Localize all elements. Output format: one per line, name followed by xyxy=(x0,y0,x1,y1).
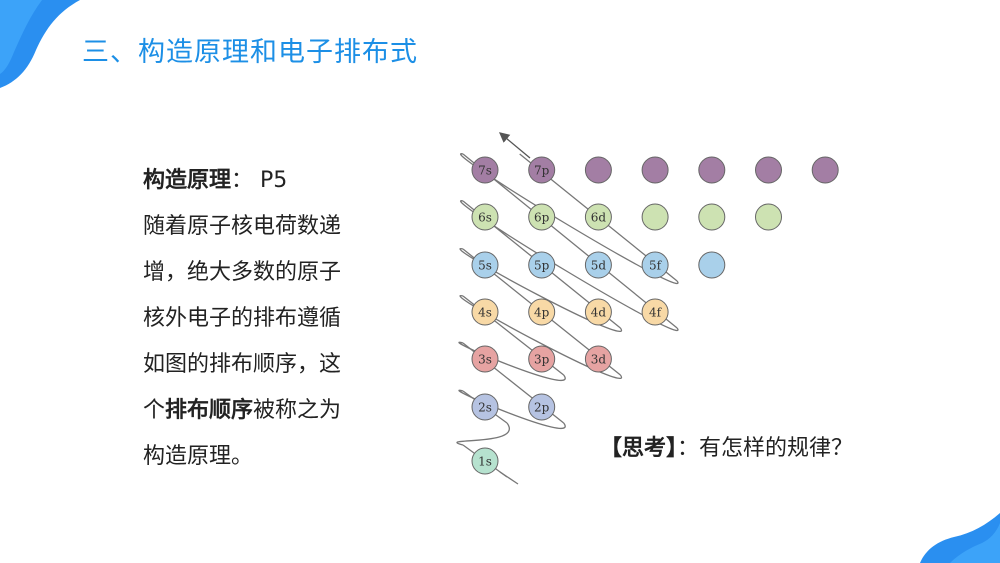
orbital-label-4d: 4d xyxy=(591,306,607,320)
orbital-circle-7-4 xyxy=(698,156,726,184)
orbital-label-1s: 1s xyxy=(478,455,492,469)
orbital-label-2s: 2s xyxy=(478,401,492,415)
heading-line: 构造原理： P5 xyxy=(143,158,383,204)
orbital-circle-2-1 xyxy=(528,393,556,421)
orbital-circle-4-1 xyxy=(528,298,556,326)
body-line-2: 增，绝大多数的原子 xyxy=(143,260,342,285)
connector-loop-2 xyxy=(458,389,566,429)
body-line-5-pre: 个 xyxy=(143,398,166,423)
orbital-label-6s: 6s xyxy=(478,211,492,225)
body-line-1: 随着原子核电荷数递 xyxy=(143,214,342,239)
page-reference: P5 xyxy=(260,168,288,193)
body-line-3: 核外电子的排布遵循 xyxy=(143,306,342,331)
body-line-5: 个排布顺序被称之为 xyxy=(143,388,383,434)
orbital-circle-6-0 xyxy=(471,203,499,231)
connector-loop-6 xyxy=(459,200,679,331)
orbital-circle-4-3 xyxy=(641,298,669,326)
think-label: 【思考】 xyxy=(600,436,678,461)
orbital-circle-6-1 xyxy=(528,203,556,231)
heading-colon: ： xyxy=(231,168,254,193)
corner-decoration-bottom-right xyxy=(920,513,1000,563)
body-line-5-post: 被称之为 xyxy=(253,398,342,423)
body-line-6: 构造原理。 xyxy=(143,444,254,469)
orbital-label-7p: 7p xyxy=(534,164,550,178)
orbital-circle-6-3 xyxy=(641,203,669,231)
orbital-label-5f: 5f xyxy=(649,259,663,273)
connector-loop-3 xyxy=(458,341,566,381)
orbital-circle-1-0 xyxy=(471,447,499,475)
orbital-label-5p: 5p xyxy=(534,259,550,273)
body-text: 构造原理： P5 随着原子核电荷数递 增，绝大多数的原子 核外电子的排布遵循 如… xyxy=(143,158,383,480)
orbital-label-7s: 7s xyxy=(478,164,492,178)
orbital-circle-7-2 xyxy=(584,156,612,184)
orbital-label-4p: 4p xyxy=(534,306,550,320)
orbital-label-3s: 3s xyxy=(478,353,492,367)
path-arrowhead xyxy=(499,132,531,159)
orbital-label-3d: 3d xyxy=(591,353,607,367)
connector-loop-5 xyxy=(459,248,623,332)
orbital-label-3p: 3p xyxy=(534,353,550,367)
orbital-circle-2-0 xyxy=(471,393,499,421)
orbital-label-5s: 5s xyxy=(478,259,492,273)
orbital-circle-7-6 xyxy=(811,156,839,184)
body-line-4: 如图的排布顺序，这 xyxy=(143,352,342,377)
orbital-circle-4-2 xyxy=(584,298,612,326)
orbital-circle-5-0 xyxy=(471,251,499,279)
orbital-circle-5-1 xyxy=(528,251,556,279)
orbital-circle-6-4 xyxy=(698,203,726,231)
orbital-label-6p: 6p xyxy=(534,211,550,225)
think-question: ：有怎样的规律？ xyxy=(677,436,854,461)
orbital-circle-4-0 xyxy=(471,298,499,326)
orbital-label-4s: 4s xyxy=(478,306,492,320)
orbital-circle-7-5 xyxy=(755,156,782,184)
corner-decoration-top-left xyxy=(0,0,80,88)
orbital-circle-3-0 xyxy=(471,345,499,373)
orbital-label-4f: 4f xyxy=(649,306,663,320)
orbital-circle-7-1 xyxy=(528,156,556,184)
orbital-circle-5-4 xyxy=(698,251,726,279)
orbital-circle-5-2 xyxy=(584,251,612,279)
orbital-circle-3-1 xyxy=(528,345,556,373)
slide-title: 三、构造原理和电子排布式 xyxy=(82,37,418,68)
heading-label: 构造原理 xyxy=(143,168,232,193)
orbital-circle-7-0 xyxy=(471,156,499,184)
orbital-circle-5-3 xyxy=(641,251,669,279)
body-line-5-bold: 排布顺序 xyxy=(165,398,254,423)
orbital-label-6d: 6d xyxy=(591,211,607,225)
path-tail xyxy=(499,471,519,485)
diagonal-arrow-7 xyxy=(462,153,678,329)
connector-loop-4 xyxy=(459,295,623,379)
orbital-circle-7-3 xyxy=(641,156,669,184)
orbital-circles: 7s 7p 6s 6p 6d 5s 5p 5d 5f 4s 4p 4d 4f 3s 3p 3d 2s 2p 1s xyxy=(471,156,839,475)
orbital-label-2p: 2p xyxy=(534,401,550,415)
think-prompt: 【思考】：有怎样的规律？ xyxy=(600,430,853,462)
orbital-circle-6-5 xyxy=(755,203,782,231)
orbital-label-5d: 5d xyxy=(591,259,607,273)
connector-loop-7 xyxy=(459,153,679,284)
orbital-circle-6-2 xyxy=(584,203,612,231)
connector-loop-1 xyxy=(456,422,510,446)
orbital-circle-3-2 xyxy=(584,345,612,373)
